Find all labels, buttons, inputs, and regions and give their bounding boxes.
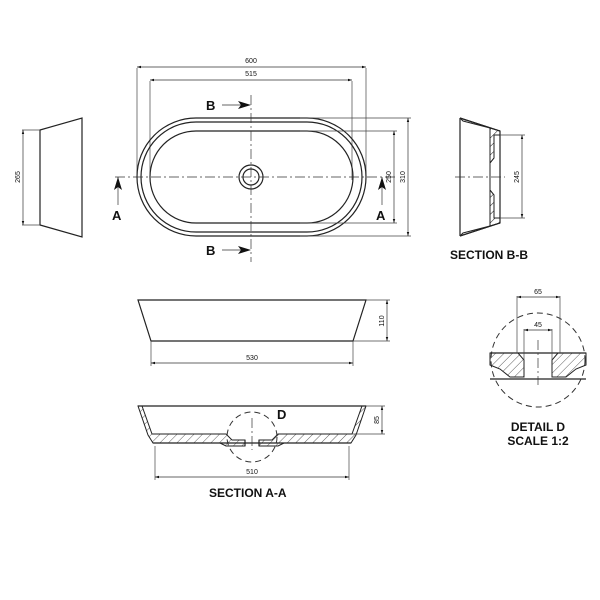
side-view: 110 530: [137, 299, 390, 366]
section-b-b: 245 SECTION B-B: [450, 117, 528, 262]
detail-d: 65 45 DETAIL D SCALE 1:2: [489, 289, 587, 448]
dim-inner-width: 250: [300, 130, 397, 224]
dim-inner-length: 515: [149, 71, 353, 180]
svg-text:45: 45: [534, 322, 542, 329]
svg-text:A: A: [112, 208, 122, 223]
svg-text:245: 245: [514, 171, 521, 183]
section-marker-a-left: A: [112, 177, 122, 223]
svg-text:65: 65: [534, 289, 542, 296]
detail-d-scale: SCALE 1:2: [507, 434, 569, 448]
dim-overall-length: 600: [136, 58, 367, 180]
svg-text:530: 530: [246, 355, 258, 362]
section-b-b-title: SECTION B-B: [450, 248, 528, 262]
svg-text:515: 515: [245, 71, 257, 78]
svg-text:250: 250: [386, 171, 393, 183]
section-marker-b-top: B: [206, 98, 251, 113]
svg-text:310: 310: [400, 171, 407, 183]
svg-text:A: A: [376, 208, 386, 223]
svg-text:110: 110: [379, 315, 386, 326]
detail-d-marker: D: [277, 407, 286, 422]
detail-d-title: DETAIL D: [511, 420, 566, 434]
section-marker-b-bottom: B: [206, 243, 251, 258]
detail-d-callout-circle: [226, 411, 278, 463]
section-a-a: D 85 510 SECTION A-A: [137, 405, 385, 500]
svg-text:B: B: [206, 243, 215, 258]
section-marker-a-right: A: [376, 177, 386, 223]
left-end-view: 265: [15, 117, 83, 238]
svg-text:B: B: [206, 98, 215, 113]
svg-text:85: 85: [374, 416, 381, 424]
top-view: 600 515 B B: [112, 58, 411, 262]
svg-text:600: 600: [245, 58, 257, 65]
dim-overall-width: 310: [300, 117, 411, 237]
section-a-a-title: SECTION A-A: [209, 486, 287, 500]
svg-text:265: 265: [15, 171, 22, 183]
svg-text:510: 510: [246, 469, 258, 476]
